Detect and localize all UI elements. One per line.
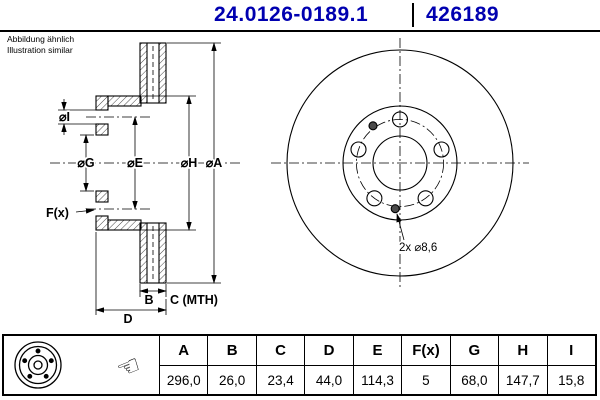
outer-diameter-circle bbox=[286, 49, 514, 277]
spec-header-cell: I bbox=[546, 336, 595, 365]
spec-value-cell: 44,0 bbox=[304, 365, 353, 394]
header-bar: 24.0126-0189.1 426189 bbox=[0, 0, 600, 32]
dim-label-fx: F(x) bbox=[46, 206, 69, 220]
dim-label-b: B bbox=[144, 293, 153, 307]
dim-label-i: ⌀I bbox=[59, 110, 70, 124]
spec-value-cell: 147,7 bbox=[498, 365, 547, 394]
bolt-hole bbox=[433, 141, 450, 158]
header-divider bbox=[412, 3, 414, 27]
dim-label-g: ⌀G bbox=[77, 156, 94, 170]
spec-header-cell: F(x) bbox=[401, 336, 449, 365]
similarity-note: Abbildung ähnlich Illustration similar bbox=[7, 34, 74, 56]
dim-label-d: D bbox=[123, 312, 132, 326]
spec-header-cell: G bbox=[449, 336, 498, 365]
spec-header-cell: H bbox=[498, 336, 546, 365]
screw-holes-label: 2x ⌀8,6 bbox=[399, 242, 437, 254]
bolt-hole bbox=[366, 190, 383, 207]
note-line-en: Illustration similar bbox=[7, 45, 73, 56]
set-screw-hole bbox=[390, 204, 400, 214]
product-icons-cell: ☜ bbox=[4, 336, 159, 394]
note-line-de: Abbildung ähnlich bbox=[7, 34, 75, 44]
spec-value-cell: 23,4 bbox=[255, 365, 305, 394]
dim-label-c-mth: C (MTH) bbox=[170, 293, 218, 307]
technical-drawing: ⌀I ⌀G ⌀E ⌀H ⌀A F(x) B C (MTH) D bbox=[44, 38, 529, 328]
dim-label-e: ⌀E bbox=[127, 156, 143, 170]
set-screw-hole bbox=[368, 121, 378, 131]
spec-header-cell: B bbox=[207, 336, 255, 365]
spec-header-cell: D bbox=[304, 336, 352, 365]
dim-label-a: ⌀A bbox=[206, 156, 223, 170]
cross-section-view bbox=[50, 42, 242, 284]
dim-label-h: ⌀H bbox=[181, 156, 198, 170]
spec-value-cell: 296,0 bbox=[159, 365, 208, 394]
bolt-hole bbox=[417, 190, 434, 207]
dimension-lines bbox=[58, 42, 221, 315]
spec-header-cell: E bbox=[352, 336, 401, 365]
spec-header-cell: A bbox=[159, 336, 207, 365]
spec-value-cell: 15,8 bbox=[546, 365, 595, 394]
bolt-circle bbox=[355, 119, 444, 207]
bolt-hole bbox=[391, 111, 409, 128]
pointer-hand-icon: ☜ bbox=[111, 348, 145, 386]
bolt-hole bbox=[350, 141, 367, 158]
spec-table: ☜ A B C D E F(x) G H I 296,0 26,0 23,4 4… bbox=[2, 334, 597, 396]
spec-value-cell: 68,0 bbox=[449, 365, 499, 394]
centre-bore-circle bbox=[372, 135, 428, 191]
spec-value-cell: 26,0 bbox=[207, 365, 256, 394]
brake-disc-icon bbox=[14, 341, 62, 389]
spec-value-cell: 5 bbox=[401, 365, 450, 394]
dimension-labels: ⌀I ⌀G ⌀E ⌀H ⌀A F(x) B C (MTH) D bbox=[44, 108, 224, 328]
spec-value-cell: 114,3 bbox=[352, 365, 402, 394]
reference-number: 426189 bbox=[426, 3, 500, 26]
spec-header-cell: C bbox=[255, 336, 304, 365]
part-number: 24.0126-0189.1 bbox=[214, 3, 369, 26]
front-view bbox=[271, 38, 529, 290]
